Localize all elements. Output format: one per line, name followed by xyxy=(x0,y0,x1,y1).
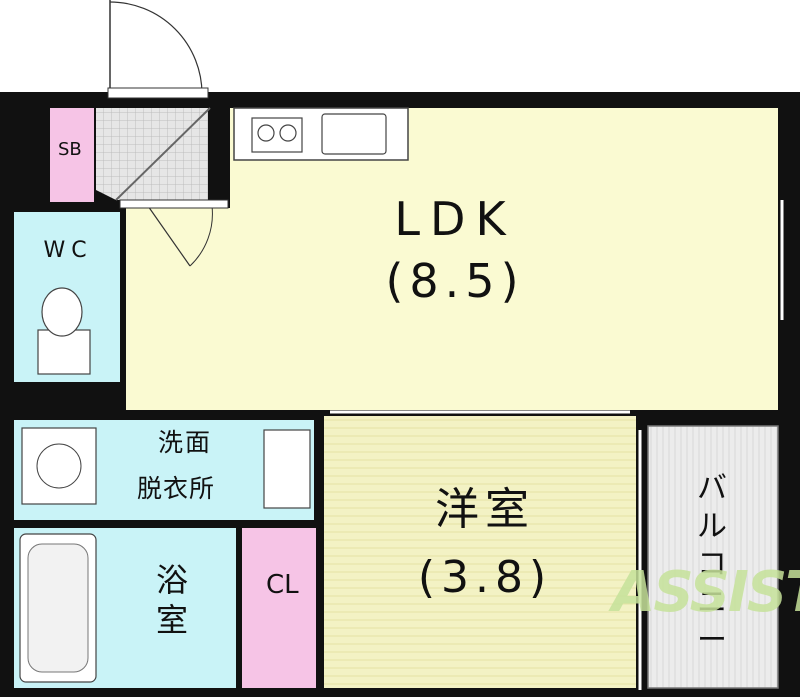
washroom-label-line1: 洗面 xyxy=(157,428,212,457)
stove xyxy=(251,117,303,153)
ldk-size-label: (8.5) xyxy=(385,254,525,308)
western-room-label: 洋室 xyxy=(435,484,535,535)
ldk-label: LDK xyxy=(394,192,516,246)
room-ldk xyxy=(126,108,778,410)
balcony-label: バルコニー xyxy=(697,471,727,658)
western-room-size-label: (3.8) xyxy=(417,552,553,603)
entrance xyxy=(96,108,208,200)
storage-box-label: SB xyxy=(58,139,82,160)
closet-label: CL xyxy=(266,570,299,600)
washroom-label-line2: 脱衣所 xyxy=(136,474,215,503)
kitchen-sink xyxy=(321,113,387,155)
balcony xyxy=(648,426,778,688)
watermark-logo: ASSIST xyxy=(612,560,800,625)
room-storage-box xyxy=(50,108,94,202)
bathroom-label: 浴室 xyxy=(155,561,188,639)
toilet-label: WC xyxy=(43,238,93,263)
room-closet xyxy=(242,528,316,688)
room-western xyxy=(324,416,636,688)
